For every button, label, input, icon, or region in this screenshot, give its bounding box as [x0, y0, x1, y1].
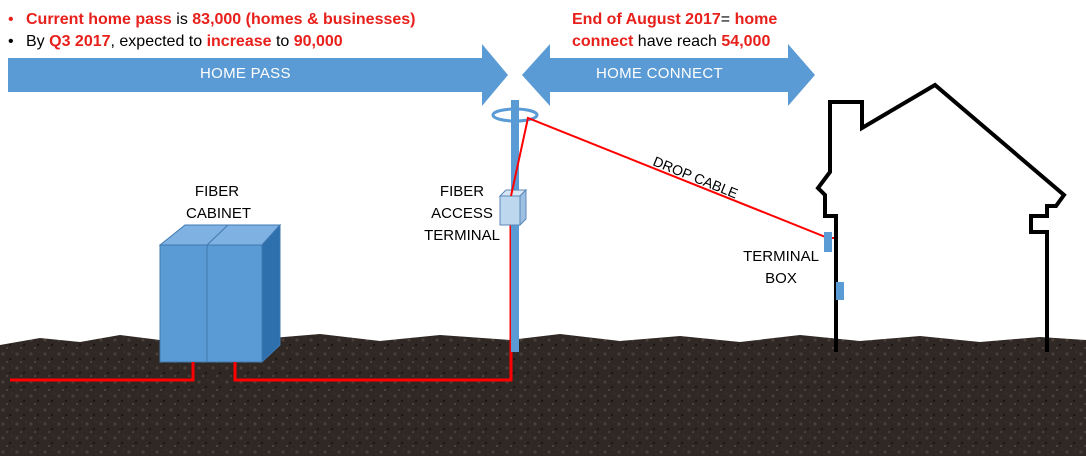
- home-pass-arrow: [8, 44, 508, 106]
- fiber-access-terminal-label: FIBER ACCESS TERMINAL: [418, 181, 506, 247]
- stat-line-2: connect have reach 54,000: [572, 31, 777, 53]
- underground-cable-left: [10, 362, 195, 382]
- fiber-cabinet-label: FIBER CABINET: [186, 181, 252, 225]
- label-line: ACCESS: [431, 205, 493, 222]
- bullet-text-part: 90,000: [293, 33, 343, 50]
- home-pass-label: HOME PASS: [200, 65, 291, 82]
- bullet-text-part: By: [26, 33, 50, 50]
- label-line: FIBER: [439, 183, 485, 200]
- label-line: CABINET: [186, 205, 252, 222]
- house-outline: [815, 82, 1067, 352]
- label-line: BOX: [765, 270, 797, 287]
- label-line: TERMINAL: [743, 248, 819, 265]
- bullet-text-part: , expected to: [110, 33, 207, 50]
- stat-text: =: [720, 11, 735, 28]
- bullet-current-home-pass: • Current home pass is 83,000 (homes & b…: [8, 9, 415, 31]
- label-line: TERMINAL: [424, 227, 500, 244]
- drop-cable-label: DROP CABLE: [651, 153, 740, 202]
- stat-text: connect: [572, 33, 634, 50]
- stat-text: have reach: [633, 33, 722, 50]
- pole-cable-ring: [491, 107, 539, 123]
- bullet-text-part: Q3 2017: [49, 33, 111, 50]
- terminal-box-label: TERMINAL BOX: [733, 246, 829, 290]
- label-line: FIBER: [194, 183, 240, 200]
- bullet-text-part: 83,000: [192, 11, 242, 28]
- home-outlet: [836, 282, 844, 300]
- bullet-text-part: increase: [206, 33, 272, 50]
- stat-text: home: [734, 11, 778, 28]
- utility-pole: [511, 100, 519, 352]
- home-connect-arrow: [522, 44, 815, 106]
- bullet-dot: •: [8, 11, 14, 28]
- bullet-dot: •: [8, 33, 14, 50]
- soil-ground: [0, 333, 1086, 456]
- bullet-text-part: (homes & businesses): [245, 11, 416, 28]
- bullet-text-part: to: [271, 33, 294, 50]
- home-connect-stat: End of August 2017= home connect have re…: [572, 9, 777, 53]
- bullet-text-part: is: [171, 11, 193, 28]
- stat-line-1: End of August 2017= home: [572, 9, 777, 31]
- fiber-cabinet: [158, 223, 282, 364]
- bullet-q3-expectation: • By Q3 2017, expected to increase to 90…: [8, 31, 415, 53]
- bullet-text-part: Current home pass: [26, 11, 172, 28]
- terminal-box: [824, 232, 832, 252]
- home-connect-label: HOME CONNECT: [596, 65, 723, 82]
- stat-text: End of August 2017: [572, 11, 721, 28]
- stat-text: 54,000: [721, 33, 771, 50]
- home-pass-bullets: • Current home pass is 83,000 (homes & b…: [8, 9, 415, 53]
